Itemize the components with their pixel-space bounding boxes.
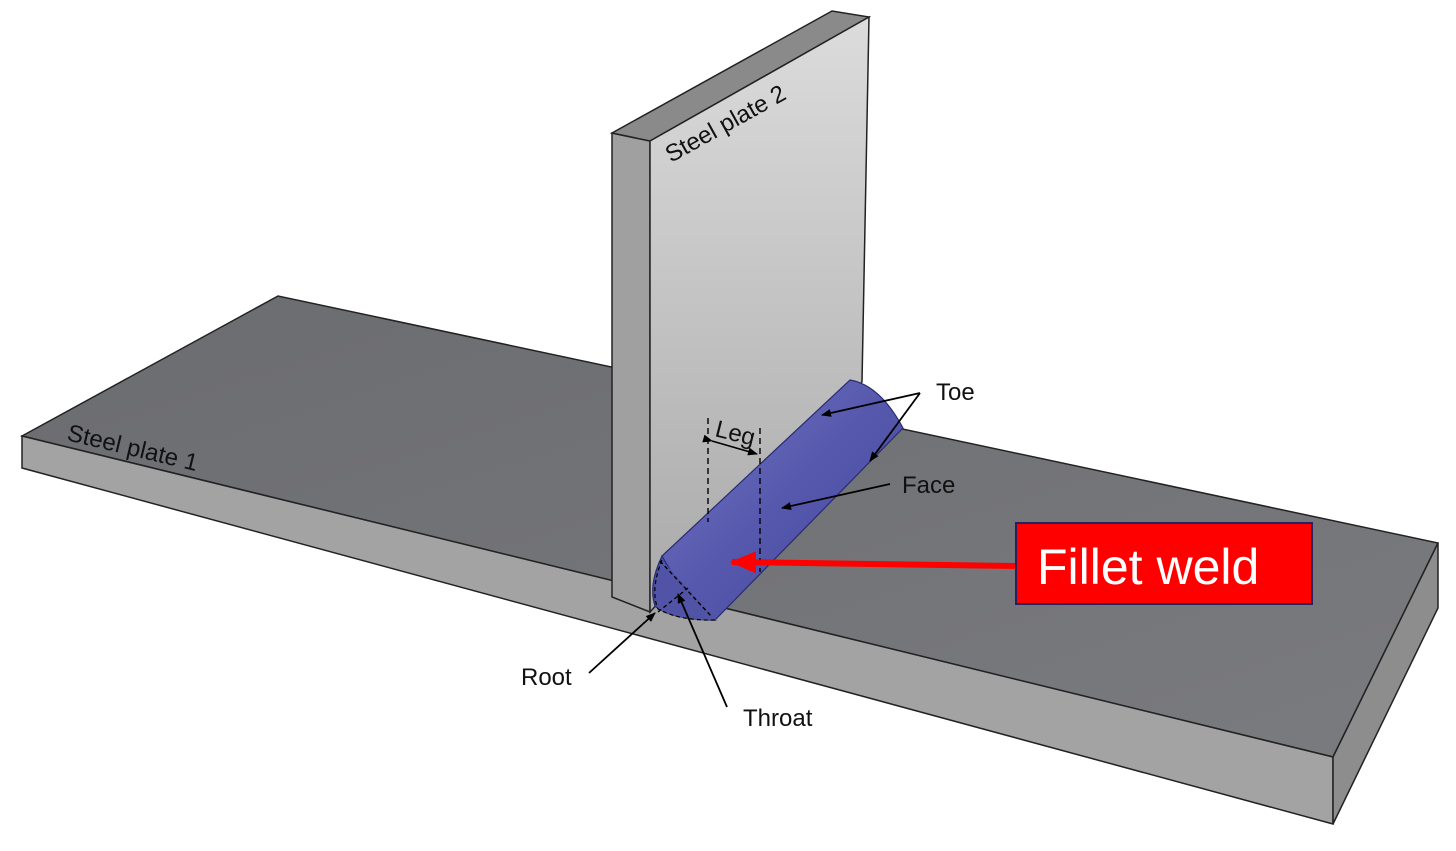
callout-label: Fillet weld — [1037, 539, 1259, 595]
throat-label: Throat — [743, 705, 813, 732]
callout-box — [1015, 522, 1313, 605]
plate-2-edge-face — [611, 132, 651, 614]
root-arrow — [588, 612, 656, 674]
plate-2-main-face — [649, 15, 870, 614]
face-arrow — [781, 483, 891, 510]
leader-arrows — [588, 392, 921, 708]
throat-arrow — [677, 593, 728, 708]
fillet-weld-bead — [652, 379, 904, 621]
toe-label: Toe — [936, 379, 975, 406]
callout-arrow — [730, 551, 1016, 574]
leg-arrow — [702, 434, 758, 456]
face-label: Face — [902, 472, 955, 499]
toe-arrow-2 — [869, 392, 921, 462]
plate-1-side-edge — [1332, 542, 1439, 825]
root-label: Root — [521, 664, 572, 691]
fillet-weld-callout: Fillet weld — [730, 522, 1313, 605]
steel-plate-2 — [609, 10, 872, 614]
toe-arrow-1 — [821, 392, 921, 417]
